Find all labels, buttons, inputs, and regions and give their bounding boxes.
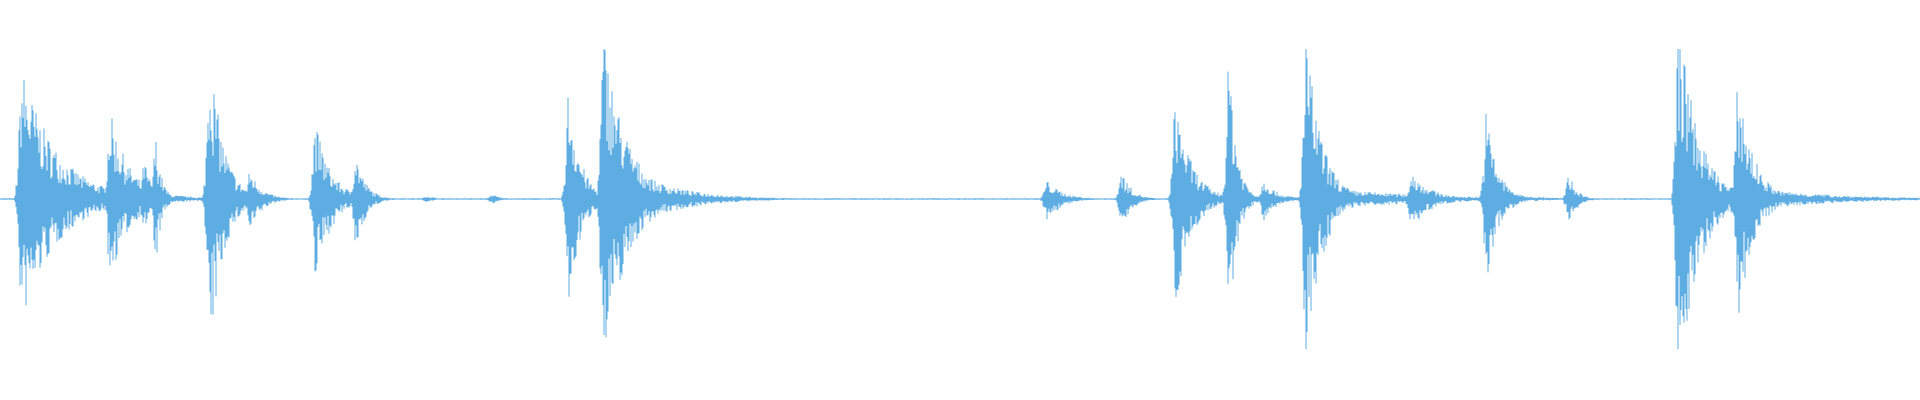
waveform-trace (0, 49, 1920, 349)
